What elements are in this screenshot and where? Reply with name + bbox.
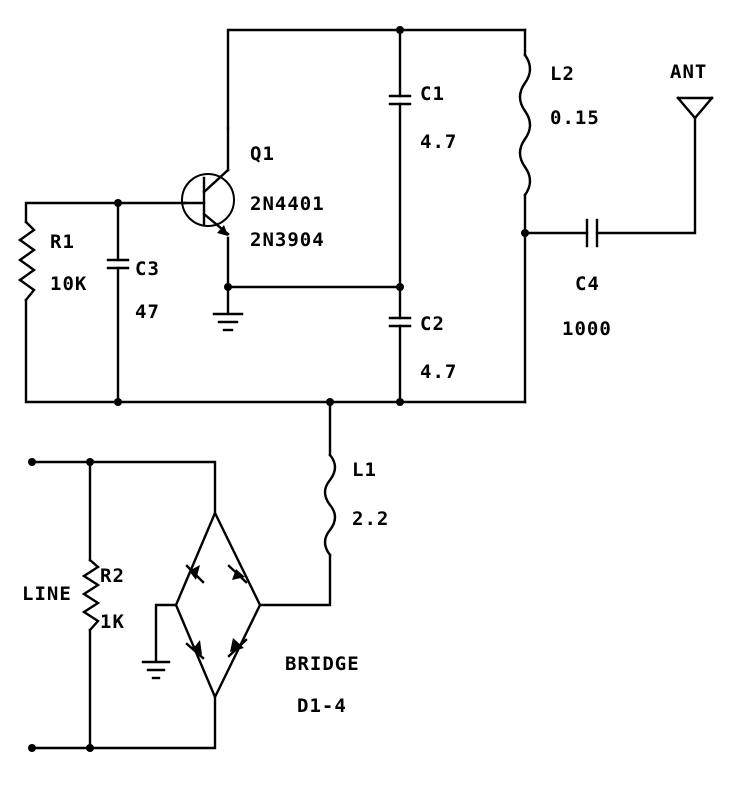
diode-icon: [185, 564, 205, 584]
wire-line-bottom: [30, 695, 217, 750]
wire-top-rail: [226, 28, 527, 130]
r2-ref-label: R2: [100, 565, 125, 587]
antenna-icon: [676, 96, 714, 120]
wire-bottom-rail: [24, 298, 527, 404]
terminal-dot: [28, 458, 36, 466]
inductor-l2-symbol: [518, 53, 532, 197]
wire-bridge-ground: [154, 603, 178, 662]
diode-icon: [185, 640, 205, 660]
q1-part-label: 2N4401: [250, 193, 325, 215]
r1-ref-label: R1: [50, 231, 75, 253]
l2-ref-label: L2: [550, 63, 575, 85]
junction-dot: [521, 229, 529, 237]
c4-ref-label: C4: [575, 273, 600, 295]
wire-line-top: [30, 460, 217, 515]
c2-value-label: 4.7: [420, 361, 457, 383]
l1-ref-label: L1: [352, 459, 377, 481]
junction-dot: [86, 744, 94, 752]
antenna-label: ANT: [670, 61, 707, 83]
capacitor-c1-symbol: [388, 94, 412, 106]
l1-value-label: 2.2: [352, 508, 389, 530]
c4-value-label: 1000: [562, 318, 612, 340]
c3-value-label: 47: [135, 301, 160, 323]
transistor-envelope: [181, 173, 235, 227]
c1-value-label: 4.7: [420, 131, 457, 153]
junctions: [28, 26, 529, 752]
ground-icon: [212, 312, 244, 332]
r1-value-label: 10K: [50, 273, 87, 295]
q1-ref-label: Q1: [250, 143, 275, 165]
diode-icon: [227, 638, 248, 658]
junction-dot: [396, 283, 404, 291]
bridge-rectifier: [174, 510, 262, 700]
q1-part-label: 2N3904: [250, 229, 325, 251]
bridge-diamond: [174, 510, 262, 700]
transistor-q1: [181, 126, 235, 236]
bridge-label: BRIDGE: [285, 653, 360, 675]
terminal-dot: [28, 744, 36, 752]
wire-c4-right: [595, 116, 697, 235]
capacitor-c3-symbol: [106, 258, 130, 270]
c1-ref-label: C1: [420, 83, 445, 105]
bridge-ref-label: D1-4: [297, 695, 347, 717]
junction-dot: [114, 398, 122, 406]
junction-dot: [396, 398, 404, 406]
ground-icon: [141, 660, 171, 680]
wires: [24, 28, 697, 750]
junction-dot: [326, 398, 334, 406]
l2-value-label: 0.15: [550, 107, 600, 129]
diode-icon: [227, 564, 248, 584]
junction-dot: [396, 26, 404, 34]
resistor-r1-symbol: [17, 220, 37, 302]
wire-l1-bottom: [258, 553, 332, 607]
inductor-l1-symbol: [323, 453, 337, 557]
junction-dot: [224, 283, 232, 291]
r2-value-label: 1K: [100, 611, 125, 633]
transistor-collector: [202, 168, 230, 194]
junction-dot: [114, 199, 122, 207]
emitter-arrow-icon: [217, 225, 228, 236]
c2-ref-label: C2: [420, 313, 445, 335]
junction-dot: [86, 458, 94, 466]
line-label: LINE: [22, 583, 72, 605]
wire-base: [24, 201, 187, 224]
resistor-r2-symbol: [81, 558, 101, 632]
c3-ref-label: C3: [135, 258, 160, 280]
capacitor-c2-symbol: [388, 316, 412, 328]
capacitor-c4-symbol: [585, 218, 599, 248]
